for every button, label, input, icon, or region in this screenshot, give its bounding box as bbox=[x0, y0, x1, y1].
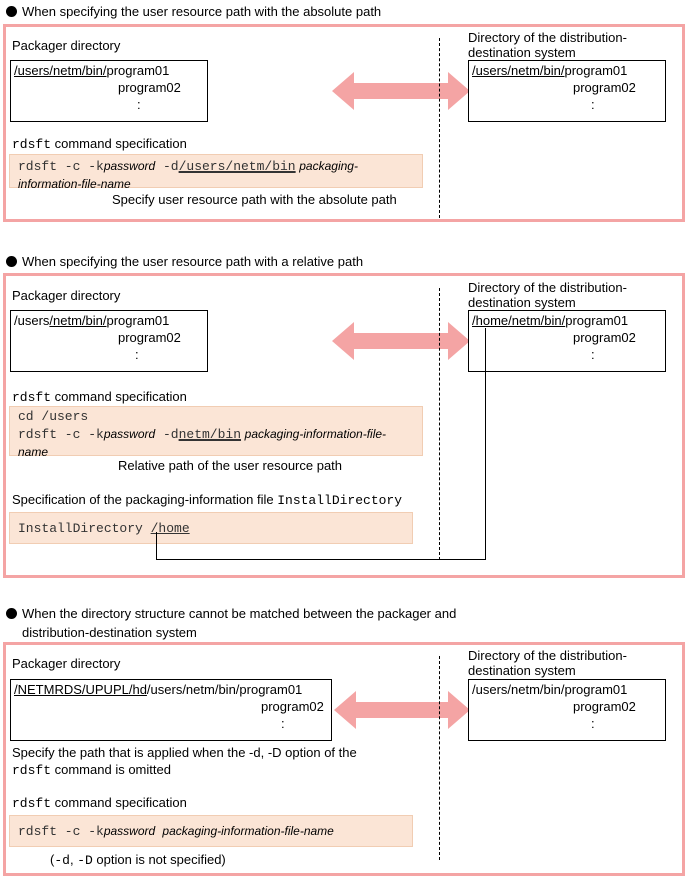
destination-directory-label: Directory of the distribution- destinati… bbox=[468, 648, 627, 678]
bidirectional-arrow-icon bbox=[334, 691, 470, 729]
packager-directory-label: Packager directory bbox=[12, 38, 121, 53]
section3-heading: When the directory structure cannot be m… bbox=[6, 606, 456, 641]
destination-directory-box: /users/netm/bin/program01 program02 : bbox=[468, 679, 666, 741]
packager-directory-box: /NETMRDS/UPUPL/hd/users/netm/bin/program… bbox=[10, 679, 332, 741]
packager-directory-box: /users/netm/bin/program01 program02 : bbox=[10, 60, 208, 122]
destination-program02: program02 bbox=[573, 699, 636, 714]
absolute-path-value: /users/netm/bin bbox=[178, 159, 296, 174]
bullet-icon bbox=[6, 608, 17, 619]
destination-directory-label: Directory of the distribution- destinati… bbox=[468, 280, 627, 310]
packager-program02: program02 bbox=[261, 699, 324, 714]
bidirectional-arrow-icon bbox=[332, 322, 470, 360]
packager-path-line: /NETMRDS/UPUPL/hd/users/netm/bin/program… bbox=[14, 682, 303, 697]
destination-path-line: /home/netm/bin/program01 bbox=[472, 313, 629, 328]
destination-directory-label: Directory of the distribution- destinati… bbox=[468, 30, 627, 60]
section1-panel bbox=[3, 24, 685, 222]
section3-panel bbox=[3, 642, 685, 876]
destination-program02: program02 bbox=[573, 80, 636, 95]
section1-heading: When specifying the user resource path w… bbox=[6, 4, 381, 20]
destination-path-line: /users/netm/bin/program01 bbox=[472, 63, 628, 78]
system-separator-line bbox=[439, 656, 440, 860]
absolute-path-note: Specify user resource path with the abso… bbox=[112, 192, 397, 207]
packager-ellipsis: : bbox=[135, 347, 139, 362]
packager-ellipsis: : bbox=[281, 716, 285, 731]
packager-program02: program02 bbox=[118, 330, 181, 345]
destination-ellipsis: : bbox=[591, 347, 595, 362]
relative-path-value: netm/bin bbox=[178, 427, 242, 442]
destination-directory-box: /home/netm/bin/program01 program02 : bbox=[468, 310, 666, 372]
packager-directory-box: /users/netm/bin/program01 program02 : bbox=[10, 310, 208, 372]
command-spec-label: rdsft command specification bbox=[12, 389, 187, 405]
section2-panel bbox=[3, 273, 685, 578]
packager-path-line: /users/netm/bin/program01 bbox=[14, 63, 170, 78]
option-not-specified-note: (-d, -D option is not specified) bbox=[50, 852, 226, 868]
connector-line bbox=[156, 559, 485, 560]
relative-path-note: Relative path of the user resource path bbox=[118, 458, 343, 473]
default-path-note: Specify the path that is applied when th… bbox=[12, 745, 357, 778]
destination-program02: program02 bbox=[573, 330, 636, 345]
bullet-icon bbox=[6, 256, 17, 267]
command-spec-label: rdsft command specification bbox=[12, 795, 187, 811]
command-spec-label: rdsft command specification bbox=[12, 136, 187, 152]
packager-directory-label: Packager directory bbox=[12, 656, 121, 671]
section2-heading: When specifying the user resource path w… bbox=[6, 254, 363, 270]
connector-line bbox=[156, 532, 157, 559]
install-directory-spec-label: Specification of the packaging-informati… bbox=[12, 492, 403, 508]
packager-program02: program02 bbox=[118, 80, 181, 95]
command-box: rdsft -c -kpassword -d/users/netm/bin pa… bbox=[9, 154, 423, 191]
system-separator-line bbox=[439, 38, 440, 218]
destination-directory-box: /users/netm/bin/program01 program02 : bbox=[468, 60, 666, 122]
packager-ellipsis: : bbox=[137, 97, 141, 112]
install-directory-box: InstallDirectory /home bbox=[9, 512, 413, 544]
command-box: rdsft -c -kpassword packaging-informatio… bbox=[9, 815, 413, 847]
destination-ellipsis: : bbox=[591, 97, 595, 112]
install-directory-value: /home bbox=[150, 521, 190, 536]
bidirectional-arrow-icon bbox=[332, 72, 470, 110]
destination-path-line: /users/netm/bin/program01 bbox=[472, 682, 628, 697]
packager-path-line: /users/netm/bin/program01 bbox=[14, 313, 170, 328]
system-separator-line bbox=[439, 288, 440, 560]
bullet-icon bbox=[6, 6, 17, 17]
connector-line bbox=[485, 328, 486, 560]
packager-directory-label: Packager directory bbox=[12, 288, 121, 303]
command-box: cd /users rdsft -c -kpassword -dnetm/bin… bbox=[9, 406, 423, 459]
destination-ellipsis: : bbox=[591, 716, 595, 731]
